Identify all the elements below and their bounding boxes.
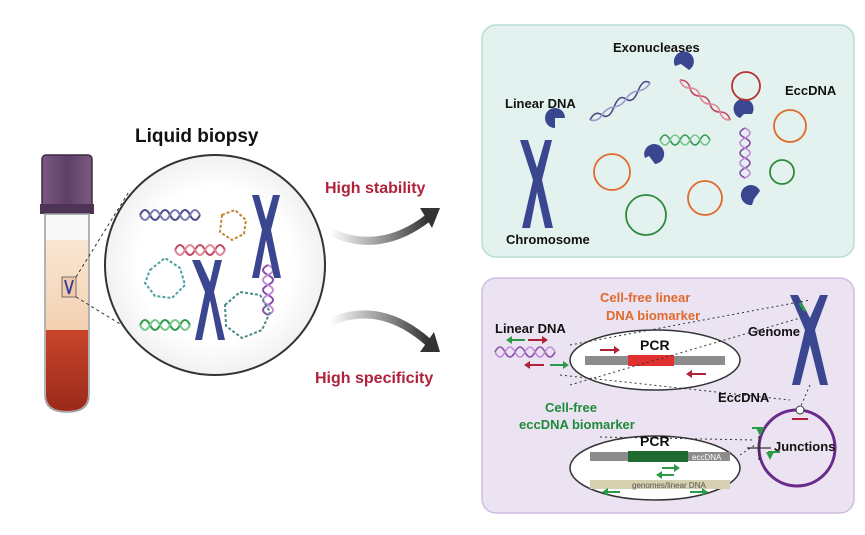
bar-genomes-label: genomes/linear DNA	[632, 481, 706, 490]
helix-2	[174, 244, 226, 256]
exonuclease-2	[673, 51, 694, 70]
chromosome-top	[520, 140, 553, 228]
zoom-circle	[104, 154, 326, 376]
pcr-label-bottom: PCR	[640, 433, 670, 449]
junctions-label: Junctions	[774, 439, 835, 454]
ecc-circle-5	[625, 194, 667, 236]
arrowhead-stability	[420, 208, 440, 228]
linear-dna-helix-3	[659, 134, 711, 146]
ecc-biomarker-line2: eccDNA biomarker	[519, 417, 635, 432]
chromosome-label: Chromosome	[506, 232, 590, 247]
linear-dna-label-top: Linear DNA	[505, 96, 576, 111]
bar-eccdna-label: eccDNA	[692, 453, 722, 462]
liquid-biopsy-title: Liquid biopsy	[135, 126, 259, 147]
ecc-circle-4	[687, 180, 723, 216]
arrow-specificity	[326, 310, 432, 346]
ecc-biomarker-line1: Cell-free	[545, 400, 597, 415]
linear-dna-helix-1	[589, 80, 651, 121]
arrow-stability	[326, 214, 432, 245]
ecc-circle-2	[773, 109, 807, 143]
chromosome-genome	[790, 295, 828, 385]
pcr-label-top: PCR	[640, 337, 670, 353]
high-specificity-label: High specificity	[315, 370, 433, 387]
ecc-star-2	[223, 290, 272, 340]
linear-biomarker-line2: DNA biomarker	[606, 308, 700, 323]
eccdna-label-top: EccDNA	[785, 83, 837, 98]
specificity-panel: Cell-free linear DNA biomarker Linear DN…	[481, 277, 855, 514]
chromosome-1	[192, 260, 225, 340]
linear-biomarker-line1: Cell-free linear	[600, 290, 690, 305]
eccdna-label-bottom: EccDNA	[718, 390, 770, 405]
linear-dna-helix-2	[679, 79, 731, 121]
stability-panel: Exonucleases EccDNA Linear DNA Chromosom…	[481, 24, 855, 258]
blood-tube	[40, 154, 131, 413]
ecc-circle-3	[593, 153, 631, 191]
exonucleases-label: Exonucleases	[613, 40, 700, 55]
arrowhead-specificity	[420, 332, 440, 352]
pcr-bar-genomes	[590, 480, 730, 489]
exonuclease-1	[545, 108, 565, 128]
exonuclease-3	[733, 98, 754, 118]
ecc-circle-1	[731, 71, 761, 101]
exonuclease-5	[740, 185, 760, 206]
tube-blood	[46, 330, 88, 411]
linear-dna-helix-4	[739, 127, 751, 179]
ecc-circle-6	[769, 159, 795, 185]
tube-cap	[41, 154, 93, 211]
exonuclease-4	[644, 144, 665, 164]
chromosome-2	[252, 195, 281, 278]
genome-label: Genome	[748, 324, 800, 339]
helix-3	[139, 319, 191, 331]
ecc-star-1	[143, 256, 187, 300]
high-stability-label: High stability	[325, 180, 426, 197]
linear-dna-label-bottom: Linear DNA	[495, 321, 566, 336]
